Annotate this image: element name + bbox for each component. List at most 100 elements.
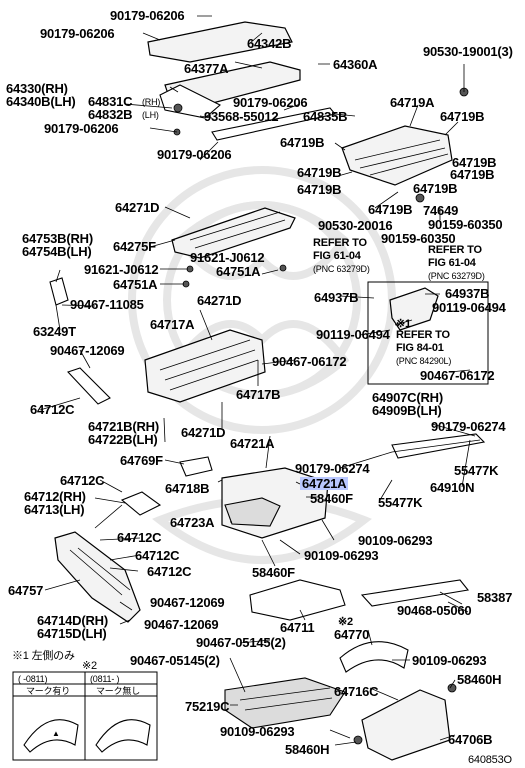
- label-64271D: 64271D: [115, 200, 160, 215]
- label-refer-to: REFER TO: [428, 244, 482, 256]
- label-64723A: 64723A: [170, 515, 215, 530]
- part-64275F-ribs: [189, 211, 286, 249]
- part-64719A-tray: [341, 125, 453, 186]
- label-90467-12069: 90467-12069: [150, 595, 225, 610]
- legend-liner-with-mark: [23, 719, 79, 753]
- label-64719B: 64719B: [413, 181, 458, 196]
- label-refer-to: REFER TO: [313, 237, 367, 249]
- part-64907C-bracket: [389, 287, 439, 331]
- label-64937B: 64937B: [314, 290, 359, 305]
- label-64271D: 64271D: [181, 425, 226, 440]
- part-64342B-package-tray: [147, 21, 293, 63]
- label-refer-fig: FIG 61-04: [313, 250, 361, 262]
- label-93568-55012: 93568-55012: [204, 109, 279, 124]
- label-90159-60350: 90159-60350: [381, 231, 456, 246]
- label-58460F: 58460F: [310, 491, 353, 506]
- diagram-id: 640853O: [468, 754, 512, 766]
- label-55477K: 55477K: [454, 463, 499, 478]
- label-64718B: 64718B: [165, 481, 210, 496]
- label-90109-06293: 90109-06293: [304, 548, 379, 563]
- label-64769F: 64769F: [120, 453, 163, 468]
- label-64770: 64770: [334, 627, 370, 642]
- label-64719B: 64719B: [297, 182, 342, 197]
- watermark-emblem: [128, 166, 396, 564]
- label-64719B: 64719B: [297, 165, 342, 180]
- label-90159-60350: 90159-60350: [428, 217, 503, 232]
- label-90467-06172: 90467-06172: [420, 368, 495, 383]
- part-64753B-bracket: [49, 277, 69, 306]
- label-refer-to: REFER TO: [396, 329, 450, 341]
- label-91621-J0612: 91621-J0612: [84, 262, 159, 277]
- label-90530-19001: 90530-19001(3): [423, 44, 513, 59]
- label-64719B: 64719B: [452, 155, 497, 170]
- part-64719A-ribs: [354, 139, 449, 176]
- label-90467-05145: 90467-05145(2): [196, 635, 286, 650]
- label-90468-05060: 90468-05060: [397, 603, 472, 618]
- part-64907C-box: [367, 281, 489, 385]
- label-90179-06206: 90179-06206: [157, 147, 232, 162]
- part-64757-ribs: [69, 547, 131, 596]
- label-90467-11085: 90467-11085: [70, 297, 144, 312]
- part-64757-side-trim: [54, 531, 141, 623]
- part-64751A-clip: [279, 264, 287, 272]
- label-refer-pnc: (PNC 84290L): [396, 356, 452, 366]
- part-64723A-tray: [224, 497, 281, 527]
- label-64719A: 64719A: [390, 95, 435, 110]
- part-64712C-strip: [67, 367, 111, 405]
- leader-lines: [39, 15, 476, 746]
- label-64271D: 64271D: [197, 293, 242, 308]
- label-90109-06293: 90109-06293: [358, 533, 433, 548]
- label-64721A: 64721A: [230, 436, 275, 451]
- note-mark-2: ※2: [82, 660, 97, 672]
- label-55477K: 55477K: [378, 495, 423, 510]
- label-64832B: 64832B: [88, 107, 133, 122]
- label-90467-06172: 90467-06172: [272, 354, 347, 369]
- label-90179-06274: 90179-06274: [431, 419, 506, 434]
- label-64751A: 64751A: [113, 277, 158, 292]
- label-64910N: 64910N: [430, 480, 475, 495]
- label-90467-12069: 90467-12069: [144, 617, 219, 632]
- label-64714D: 64714D(RH): [37, 613, 108, 628]
- label-74649: 74649: [423, 203, 459, 218]
- label-64719B: 64719B: [440, 109, 485, 124]
- label-75219C: 75219C: [185, 699, 230, 714]
- part-58460H-clip: [447, 683, 457, 693]
- label-64831C-side: (RH): [142, 97, 161, 107]
- label-90179-06274: 90179-06274: [295, 461, 370, 476]
- label-64717A: 64717A: [150, 317, 195, 332]
- part-74649-clip: [415, 193, 425, 203]
- label-refer-pnc: (PNC 63279D): [428, 271, 485, 281]
- label-refer-pnc: (PNC 63279D): [313, 264, 370, 274]
- label-64717B: 64717B: [236, 387, 281, 402]
- label-64719B: 64719B: [368, 202, 413, 217]
- label-64712C: 64712C: [60, 473, 105, 488]
- label-90179-06206: 90179-06206: [110, 8, 185, 23]
- label-refer-mark: ※1: [396, 318, 411, 330]
- label-64712C: 64712C: [117, 530, 162, 545]
- part-64706B-panel: [361, 689, 451, 761]
- legend-caption-with-mark: マーク有り: [26, 686, 71, 696]
- label-91621-J0612: 91621-J0612: [190, 250, 265, 265]
- part-64910N-rail: [391, 439, 481, 453]
- label-64716C: 64716C: [334, 684, 379, 699]
- part-58387-strip: [360, 579, 470, 607]
- part-64712-bracket: [120, 491, 162, 516]
- note-left-only: ※1 左側のみ: [12, 650, 75, 662]
- label-refer-fig: FIG 61-04: [428, 257, 476, 269]
- label-64721B: 64721B(RH): [88, 419, 159, 434]
- label-64835B: 64835B: [303, 109, 348, 124]
- label-64377A: 64377A: [184, 61, 229, 76]
- legend-range-late: (0811- ): [90, 674, 120, 684]
- label-64751A: 64751A: [216, 264, 261, 279]
- label-90119-06494: 90119-06494: [432, 300, 506, 315]
- label-90109-06293: 90109-06293: [412, 653, 487, 668]
- label-63249T: 63249T: [33, 324, 76, 339]
- label-90179-06206: 90179-06206: [40, 26, 115, 41]
- label-58387: 58387: [477, 590, 513, 605]
- label-64712C: 64712C: [147, 564, 192, 579]
- part-64718B-lid: [179, 456, 213, 477]
- part-58460H-clip-2: [353, 735, 363, 745]
- part-64717A-block: [144, 329, 266, 403]
